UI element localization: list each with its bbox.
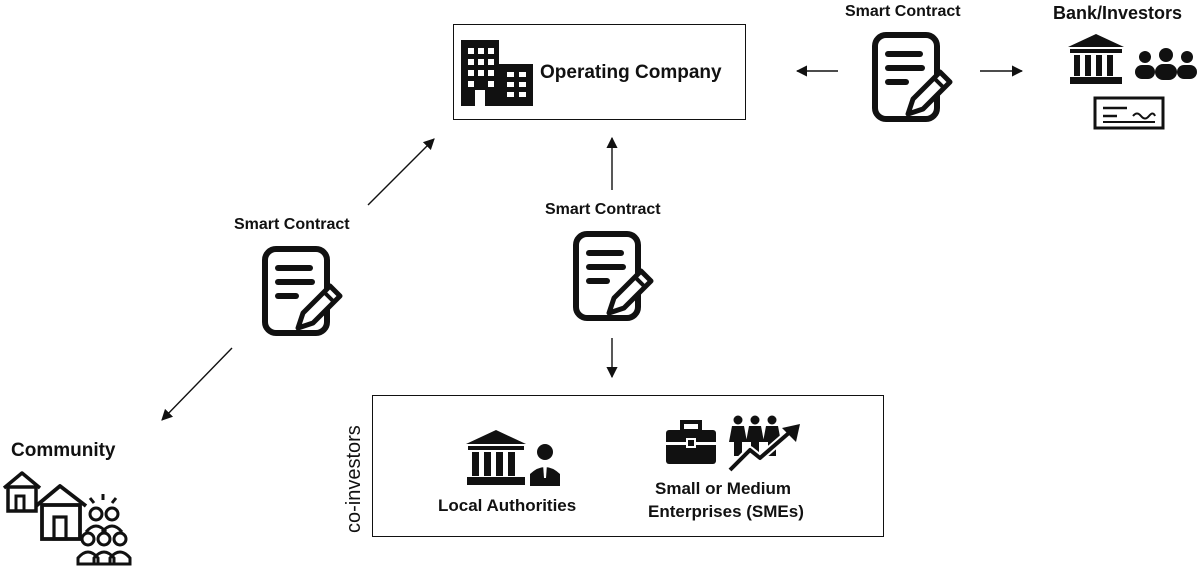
smes-label-line2: Enterprises (SMEs) xyxy=(648,502,804,521)
office-building-icon xyxy=(461,40,533,106)
arrow-to-operating-company-diagonal xyxy=(367,138,435,206)
document-pen-icon xyxy=(573,231,654,321)
operating-company-label: Operating Company xyxy=(540,62,722,83)
cheque-icon xyxy=(1093,96,1165,130)
co-investors-box xyxy=(372,395,884,537)
smart-contract-label-left: Smart Contract xyxy=(234,216,350,233)
co-investors-label: co-investors xyxy=(343,425,365,533)
document-pen-icon xyxy=(872,32,953,122)
smart-contract-label-top-right: Smart Contract xyxy=(845,3,961,20)
briefcase-icon xyxy=(666,420,716,464)
local-authorities-label: Local Authorities xyxy=(438,496,577,515)
government-official-icon xyxy=(466,430,560,486)
community-label: Community xyxy=(11,440,116,461)
smes-label-line1: Small or Medium xyxy=(655,479,792,498)
bank-investors-label: Bank/Investors xyxy=(1053,3,1183,23)
crowd-icon xyxy=(76,494,132,566)
arrow-to-community xyxy=(161,347,233,421)
smart-contract-label-center: Smart Contract xyxy=(545,201,661,218)
people-group-icon xyxy=(1135,48,1197,80)
growth-people-icon xyxy=(727,415,800,473)
houses-icon xyxy=(2,471,88,541)
bank-building-icon xyxy=(1068,34,1124,84)
document-pen-icon xyxy=(262,246,343,336)
